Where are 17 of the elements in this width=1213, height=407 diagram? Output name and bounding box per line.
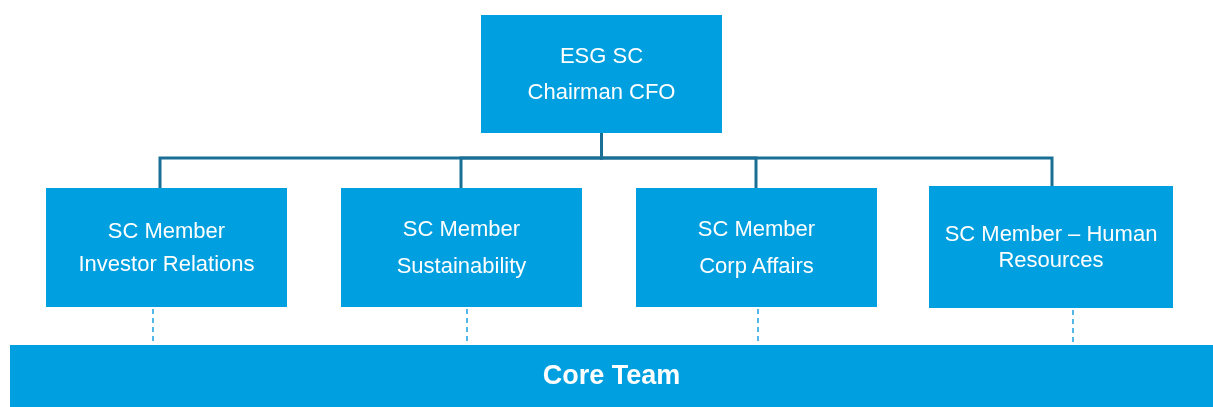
team-bar	[10, 345, 1213, 407]
box-text: Investor Relations	[78, 250, 255, 277]
box-heading: ESG SC	[559, 42, 644, 69]
box-heading: SC Member	[697, 216, 816, 243]
connector-line	[600, 133, 1054, 186]
org-box	[341, 188, 582, 307]
box-heading: SC Member	[107, 218, 226, 245]
box-text: Sustainability	[396, 252, 527, 279]
box-text: Chairman CFO	[527, 79, 676, 106]
org-box	[46, 188, 287, 307]
box-text: SC Member – Human Resources	[943, 220, 1159, 274]
org-box	[636, 188, 877, 307]
box-heading: SC Member	[402, 216, 521, 243]
box-text: Corp Affairs	[699, 252, 814, 279]
team-title: Core Team	[542, 359, 681, 393]
org-box	[481, 15, 722, 133]
org-box	[929, 186, 1173, 308]
